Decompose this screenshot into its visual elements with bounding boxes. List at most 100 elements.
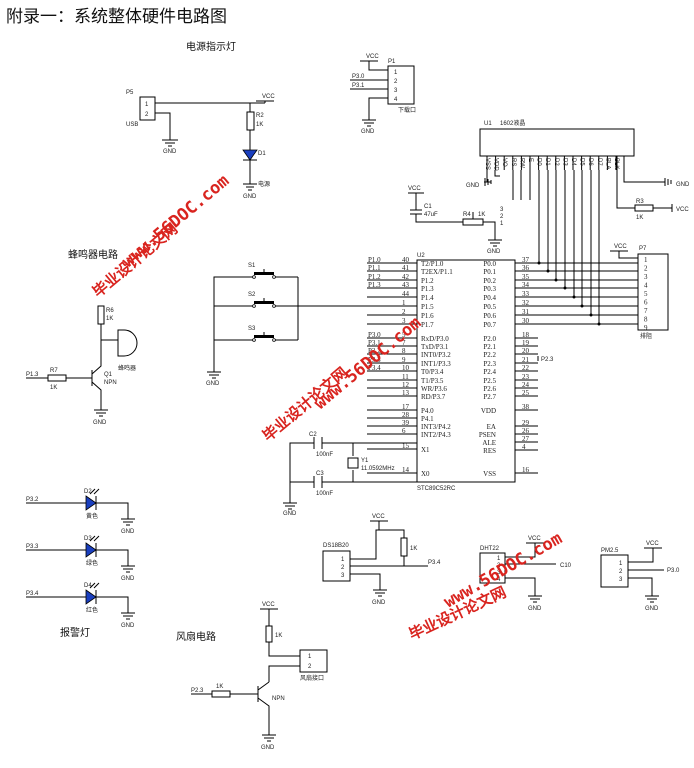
svg-text:蜂鸣器: 蜂鸣器 xyxy=(118,364,136,372)
mcu-right-pin-num: 18 xyxy=(522,331,530,339)
svg-text:P3.4: P3.4 xyxy=(428,560,441,566)
svg-text:NPN: NPN xyxy=(104,380,117,386)
mcu-right-pin-name: P2.3 xyxy=(483,360,496,368)
mcu-part-label: STC89C52RC xyxy=(417,486,456,492)
svg-text:1: 1 xyxy=(394,70,398,76)
svg-text:电源: 电源 xyxy=(258,180,270,188)
page-title: 附录一：系统整体硬件电路图 xyxy=(6,7,227,27)
crystal-circuit: C2 100nF C3 100nF Y1 11.0592MHz GND xyxy=(283,432,417,517)
svg-text:1K: 1K xyxy=(478,212,485,218)
watermark-2: www.56DOC.com xyxy=(118,171,233,272)
mcu-right-pin-num: 33 xyxy=(522,290,530,298)
lcd-pin-name: VSS xyxy=(484,158,490,170)
svg-text:R3: R3 xyxy=(636,199,644,205)
mcu-right-pin-name: P0.3 xyxy=(483,285,496,293)
svg-text:www.56DOC.com: www.56DOC.com xyxy=(118,171,233,272)
mcu-left-pin-num: 11 xyxy=(402,373,409,381)
mcu-right-pin-name: P0.2 xyxy=(483,277,496,285)
mcu-left-pin-name: T2/P1.0 xyxy=(421,260,444,268)
mcu-right-pin-num: 27 xyxy=(522,435,530,443)
mcu-left-pin-name: X0 xyxy=(421,470,430,478)
svg-text:R6: R6 xyxy=(106,308,114,314)
mcu-left-pin-name: RxD/P3.0 xyxy=(421,335,449,343)
gnd-label: GND xyxy=(121,529,135,535)
svg-text:VCC: VCC xyxy=(262,94,275,100)
label-alarm: 报警灯 xyxy=(60,626,90,639)
svg-text:100nF: 100nF xyxy=(316,452,333,458)
mcu-left-pin-name: INT3/P4.2 xyxy=(421,423,451,431)
svg-text:VCC: VCC xyxy=(528,536,541,542)
mcu-left-pin-num: 12 xyxy=(402,381,410,389)
p7-pin-num: 7 xyxy=(644,307,648,315)
mcu-left-net: P3.1 xyxy=(368,339,381,347)
svg-text:3: 3 xyxy=(497,570,501,576)
svg-text:GND: GND xyxy=(243,194,257,200)
svg-text:风扇接口: 风扇接口 xyxy=(300,674,324,682)
mcu-right-pin-name: P2.0 xyxy=(483,335,496,343)
p0-data-bus xyxy=(512,170,638,326)
svg-text:P5: P5 xyxy=(126,90,134,96)
svg-text:Y1: Y1 xyxy=(361,458,369,464)
lcd-pin-name: D3 xyxy=(561,158,567,166)
svg-text:2: 2 xyxy=(394,79,398,85)
svg-text:C1: C1 xyxy=(424,204,432,210)
svg-text:GND: GND xyxy=(261,745,275,751)
lcd-pin-name: BLA xyxy=(604,158,610,169)
ds18b20-sensor: DS18B20 1 2 3 VCC 1K P3.4 GND xyxy=(322,514,441,606)
mcu-left-pin-num: 3 xyxy=(402,317,406,325)
mcu-left-pin-num: 10 xyxy=(402,364,410,372)
mcu-left-pin-num: 43 xyxy=(402,281,410,289)
svg-text:1602液晶: 1602液晶 xyxy=(500,119,525,127)
mcu-left-net: P1.0 xyxy=(368,256,381,264)
mcu-left-pin-name: P1.3 xyxy=(421,285,434,293)
led-ref: D2 xyxy=(84,489,92,495)
svg-text:VCC: VCC xyxy=(408,186,421,192)
mcu-right-pin-num: 25 xyxy=(522,389,530,397)
mcu-left-net: P3.4 xyxy=(368,364,381,372)
svg-text:P2.3: P2.3 xyxy=(541,357,554,363)
mcu-left-pin-num: 9 xyxy=(402,356,406,364)
svg-text:VCC: VCC xyxy=(614,244,627,250)
mcu-left-pin-name: TxD/P3.1 xyxy=(421,343,449,351)
mcu-right-pin-num: 21 xyxy=(522,356,530,364)
mcu-right-pin-name: P0.5 xyxy=(483,303,496,311)
svg-text:C2: C2 xyxy=(309,432,317,438)
svg-text:1: 1 xyxy=(497,556,501,562)
mcu-left-pin-name: P1.5 xyxy=(421,303,434,311)
svg-text:3: 3 xyxy=(619,577,623,583)
svg-text:4: 4 xyxy=(394,97,398,103)
p7-pin-num: 5 xyxy=(644,290,648,298)
mcu-right-pin-name: P0.1 xyxy=(483,268,496,276)
lcd-pin-name: D5 xyxy=(579,158,585,166)
mcu-right-pin-name: P2.2 xyxy=(483,351,496,359)
dht22-sensor: DHT22 1 2 3 4 VCC C10 GND xyxy=(479,536,572,612)
gnd-label: GND xyxy=(121,623,135,629)
mcu-left-pin-num: 15 xyxy=(402,442,410,450)
mcu-left-pin-num: 39 xyxy=(402,419,410,427)
led-ref: D3 xyxy=(84,536,92,542)
svg-text:1: 1 xyxy=(500,221,504,227)
mcu-left-pin-num: 44 xyxy=(402,290,410,298)
svg-text:1K: 1K xyxy=(50,385,57,391)
key-label: S3 xyxy=(248,326,256,332)
key-label: S1 xyxy=(248,263,256,269)
mcu-left-pin-name: WR/P3.6 xyxy=(421,385,447,393)
mcu-right-pin-num: 38 xyxy=(522,403,530,411)
svg-text:P7: P7 xyxy=(639,246,647,252)
mcu-left-net: P3.3 xyxy=(368,356,381,364)
mcu-left-pin-name: T2EX/P1.1 xyxy=(421,268,453,276)
p7-pin-num: 1 xyxy=(644,256,648,264)
svg-text:1K: 1K xyxy=(275,633,282,639)
mcu-right-pin-name: P0.0 xyxy=(483,260,496,268)
svg-text:2: 2 xyxy=(308,664,312,670)
mcu-right-pin-name: P2.1 xyxy=(483,343,496,351)
svg-text:P3.0: P3.0 xyxy=(667,568,680,574)
usb-connector-p5: P5 1 2 USB GND xyxy=(126,90,251,155)
mcu-left-pin-name: INT1/P3.3 xyxy=(421,360,451,368)
lcd-pin-name: BLK xyxy=(613,158,619,169)
lcd-pin-name: RS xyxy=(510,158,516,166)
mcu-left-pin-name: P4.1 xyxy=(421,415,434,423)
svg-text:P1.3: P1.3 xyxy=(26,372,39,378)
